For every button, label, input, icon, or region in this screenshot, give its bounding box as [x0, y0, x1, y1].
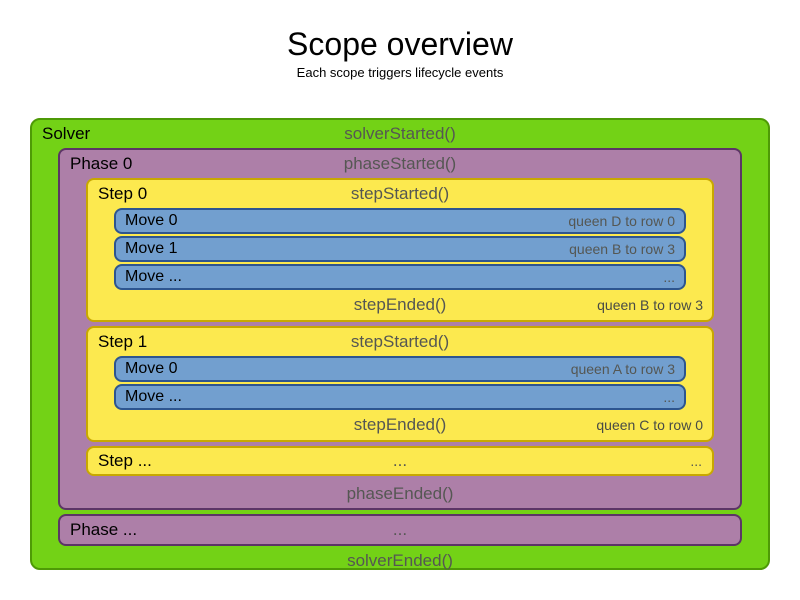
- phase-more-header: Phase ... ...: [60, 516, 740, 544]
- move-annotation: ...: [663, 269, 675, 285]
- step-label: Step 0: [98, 184, 148, 203]
- step-1-scope-box: Step 1 stepStarted() Move 0 queen A to r…: [86, 326, 714, 442]
- phase-label: Phase 0: [70, 154, 133, 173]
- step-header: Step 1 stepStarted(): [88, 328, 712, 356]
- step-more-box: Step ... ... ...: [86, 446, 714, 476]
- phase-ended-event: phaseEnded(): [346, 484, 454, 503]
- phase-more-box: Phase ... ...: [58, 514, 742, 546]
- move-box: Move 0 queen A to row 3: [114, 356, 686, 382]
- step-started-event: stepStarted(): [350, 184, 450, 203]
- step-ended-annotation: queen C to row 0: [596, 417, 703, 433]
- step-more-label: Step ...: [98, 451, 152, 470]
- step-header: Step 0 stepStarted(): [88, 180, 712, 208]
- phase-header: Phase 0 phaseStarted(): [60, 150, 740, 178]
- step-more-ellipsis-right: ...: [690, 453, 702, 469]
- step-more-ellipsis-center: ...: [392, 451, 408, 470]
- move-label: Move 1: [125, 240, 178, 257]
- step-more-header: Step ... ... ...: [88, 448, 712, 474]
- diagram-heading: Scope overview Each scope triggers lifec…: [0, 0, 800, 80]
- step-0-scope-box: Step 0 stepStarted() Move 0 queen D to r…: [86, 178, 714, 322]
- move-box: Move 1 queen B to row 3: [114, 236, 686, 262]
- step-started-event: stepStarted(): [350, 332, 450, 351]
- page-title: Scope overview: [287, 26, 513, 62]
- phase-more-label: Phase ...: [70, 520, 138, 539]
- phase-0-scope-box: Phase 0 phaseStarted() Step 0 stepStarte…: [58, 148, 742, 510]
- step-footer: stepEnded() queen C to row 0: [88, 412, 712, 438]
- step-footer: stepEnded() queen B to row 3: [88, 292, 712, 318]
- move-label: Move 0: [125, 212, 178, 229]
- move-annotation: queen B to row 3: [569, 241, 675, 257]
- solver-footer: solverEnded(): [32, 546, 768, 576]
- solver-label: Solver: [42, 124, 91, 143]
- step-ended-annotation: queen B to row 3: [597, 297, 703, 313]
- move-box: Move ... ...: [114, 384, 686, 410]
- solver-ended-event: solverEnded(): [347, 551, 453, 570]
- move-label: Move ...: [125, 268, 182, 285]
- phase-more-ellipsis-center: ...: [392, 520, 408, 539]
- move-annotation: ...: [663, 389, 675, 405]
- phase-started-event: phaseStarted(): [343, 154, 457, 173]
- step-label: Step 1: [98, 332, 148, 351]
- move-box: Move ... ...: [114, 264, 686, 290]
- move-label: Move 0: [125, 360, 178, 377]
- step-ended-event: stepEnded(): [353, 295, 447, 314]
- solver-started-event: solverStarted(): [344, 124, 456, 143]
- move-label: Move ...: [125, 388, 182, 405]
- phase-footer: phaseEnded(): [60, 480, 740, 508]
- solver-scope-box: Solver solverStarted() Phase 0 phaseStar…: [30, 118, 770, 570]
- solver-header: Solver solverStarted(): [32, 120, 768, 148]
- move-annotation: queen A to row 3: [570, 361, 675, 377]
- move-annotation: queen D to row 0: [568, 213, 675, 229]
- page-subtitle: Each scope triggers lifecycle events: [296, 65, 504, 80]
- move-box: Move 0 queen D to row 0: [114, 208, 686, 234]
- step-ended-event: stepEnded(): [353, 415, 447, 434]
